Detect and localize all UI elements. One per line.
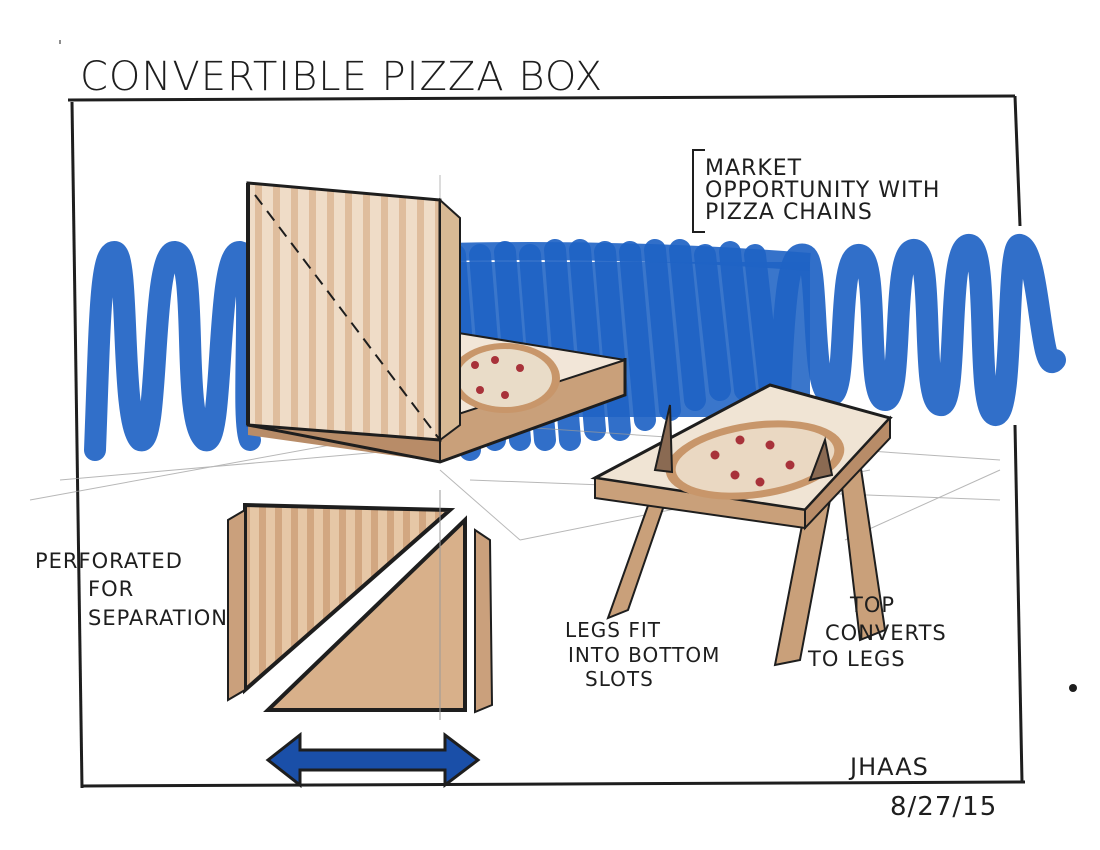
ink-dot xyxy=(1069,684,1077,692)
legs-fit-note-line-3: SLOTS xyxy=(585,667,654,691)
perforated-note: PERFORATED FOR SEPARATION xyxy=(35,549,228,630)
legs-fit-note-line-1: LEGS FIT xyxy=(565,618,661,642)
top-converts-note-line-2: CONVERTS xyxy=(825,621,947,645)
perforated-note-line-1: PERFORATED xyxy=(35,549,183,573)
perforated-note-line-3: SEPARATION xyxy=(88,606,228,630)
market-note-line-2: OPPORTUNITY WITH xyxy=(705,178,940,203)
legs-fit-note: LEGS FIT INTO BOTTOM SLOTS xyxy=(565,618,720,691)
artist-signature: JHAAS xyxy=(848,753,929,781)
perforated-note-line-2: FOR xyxy=(88,577,134,601)
double-arrow-icon xyxy=(265,731,481,789)
top-converts-note-line-1: TOP xyxy=(849,593,895,617)
drawing-frame xyxy=(59,40,1026,789)
market-note: MARKET OPPORTUNITY WITH PIZZA CHAINS xyxy=(705,156,940,225)
title-underline xyxy=(67,94,1016,102)
split-lid-triangles-sketch xyxy=(227,490,494,720)
top-converts-note-line-3: TO LEGS xyxy=(807,647,906,671)
top-converts-note: TOP CONVERTS TO LEGS xyxy=(807,593,947,671)
market-note-bracket xyxy=(692,149,705,233)
sketch-title: CONVERTIBLE PIZZA BOX xyxy=(80,54,603,100)
pizza-table-sketch xyxy=(590,383,893,667)
legs-fit-note-line-2: INTO BOTTOM xyxy=(568,643,720,667)
open-pizza-box-sketch xyxy=(246,181,627,464)
market-note-line-3: PIZZA CHAINS xyxy=(705,200,873,225)
market-note-line-1: MARKET xyxy=(705,156,802,181)
sketch-date: 8/27/15 xyxy=(890,792,997,822)
